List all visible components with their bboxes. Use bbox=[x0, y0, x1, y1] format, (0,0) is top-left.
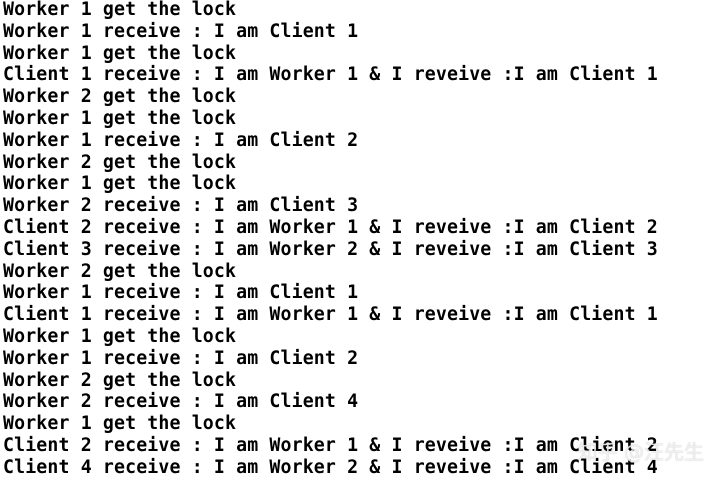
output-line: Worker 1 get the lock bbox=[3, 42, 237, 64]
watermark: 知乎 @汪先生 bbox=[577, 440, 704, 464]
output-line: Worker 2 receive : I am Client 4 bbox=[3, 391, 359, 413]
output-line: Worker 2 get the lock bbox=[3, 86, 237, 108]
output-line: Worker 1 receive : I am Client 1 bbox=[3, 282, 359, 304]
output-line: Worker 2 receive : I am Client 3 bbox=[3, 195, 359, 217]
output-line: Worker 2 get the lock bbox=[3, 151, 237, 173]
terminal-output: Worker 1 get the lock Worker 1 receive :… bbox=[3, 0, 719, 481]
output-line: Client 4 receive : I am Worker 2 & I rev… bbox=[3, 456, 658, 478]
output-line: Client 1 receive : I am Worker 1 & I rev… bbox=[3, 64, 658, 86]
output-line: Worker 1 get the lock bbox=[3, 325, 237, 347]
output-line: Worker 2 get the lock bbox=[3, 260, 237, 282]
output-line: Worker 1 receive : I am Client 2 bbox=[3, 347, 359, 369]
output-line: Client 2 receive : I am Worker 1 & I rev… bbox=[3, 434, 658, 456]
output-line: Worker 1 get the lock bbox=[3, 107, 237, 129]
output-line: Worker 1 receive : I am Client 2 bbox=[3, 129, 359, 151]
output-line: Client 2 receive : I am Worker 1 & I rev… bbox=[3, 216, 658, 238]
output-line: Client 3 receive : I am Worker 2 & I rev… bbox=[3, 238, 658, 260]
output-line: Worker 1 get the lock bbox=[3, 0, 237, 20]
output-line: Worker 1 get the lock bbox=[3, 413, 237, 435]
output-line: Worker 1 receive : I am Client 1 bbox=[3, 20, 359, 42]
output-line: Worker 1 get the lock bbox=[3, 173, 237, 195]
output-line: Client 1 receive : I am Worker 1 & I rev… bbox=[3, 304, 658, 326]
output-line: Worker 2 get the lock bbox=[3, 369, 237, 391]
